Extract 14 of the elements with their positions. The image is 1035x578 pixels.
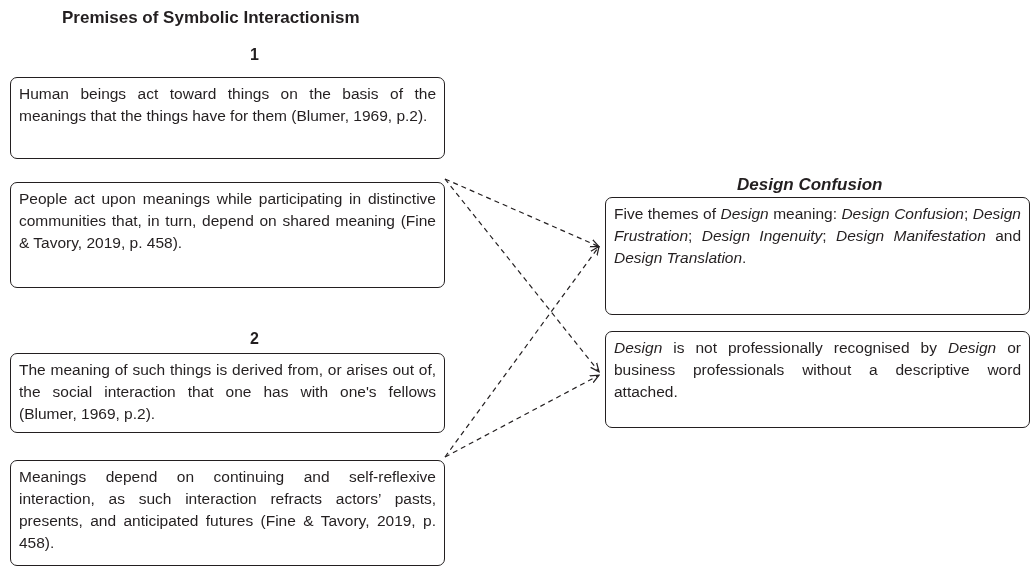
text-box: Meanings depend on continuing and self-reflexive interaction, as such interaction refracts actors’ pasts, presents, and anticipated futures (Fine & Tavory, 2019, p. 458). — [10, 460, 445, 566]
dashed-arrow — [444, 245, 600, 458]
text-box: Five themes of Design meaning: Design Confusion; Design Frustration; Design Ingenuity; Design Manifestation and Design Translation. — [605, 197, 1030, 315]
dashed-arrow — [444, 374, 600, 458]
section-heading: Design Confusion — [737, 175, 883, 195]
dashed-arrow — [444, 178, 600, 373]
group-number: 2 — [250, 330, 259, 348]
dashed-arrow — [444, 178, 600, 248]
group-number: 1 — [250, 46, 259, 64]
text-box: People act upon meanings while participating in distinctive communities that, in turn, depend on shared meaning (Fine & Tavory, 2019, p. 458). — [10, 182, 445, 288]
text-box: Human beings act toward things on the basis of the meanings that the things have for them (Blumer, 1969, p.2). — [10, 77, 445, 159]
text-box: The meaning of such things is derived from, or arises out of, the social interaction that one has with one's fellows (Blumer, 1969, p.2). — [10, 353, 445, 433]
text-box: Design is not professionally recognised by Design or business professionals without a descriptive word attached. — [605, 331, 1030, 428]
title: Premises of Symbolic Interactionism — [62, 8, 360, 28]
